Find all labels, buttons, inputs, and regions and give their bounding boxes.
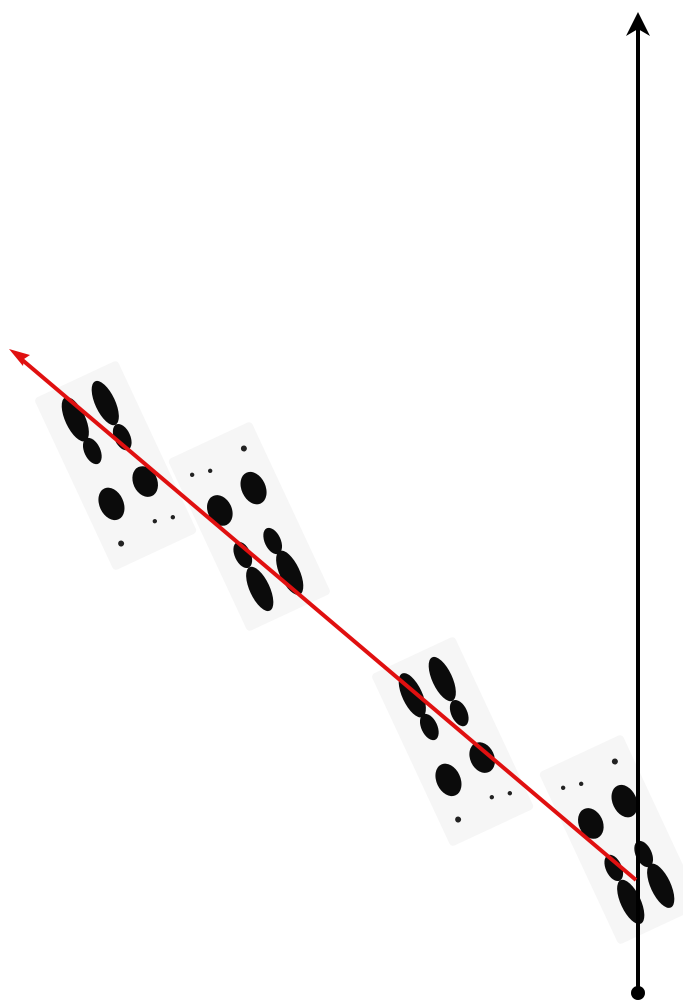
- reference-axis-origin-dot: [631, 986, 645, 1000]
- reference-axis-arrowhead-icon: [626, 12, 650, 36]
- footprint-pair-icon: [538, 733, 683, 946]
- walking-direction: [9, 349, 638, 882]
- footprint-group-2: [370, 635, 535, 848]
- footprint-pair-icon: [370, 635, 535, 848]
- reference-axis: [626, 12, 650, 1000]
- walking-direction-line: [18, 356, 638, 882]
- walking-direction-arrowhead-icon: [9, 349, 30, 366]
- footprint-group-1: [538, 733, 683, 946]
